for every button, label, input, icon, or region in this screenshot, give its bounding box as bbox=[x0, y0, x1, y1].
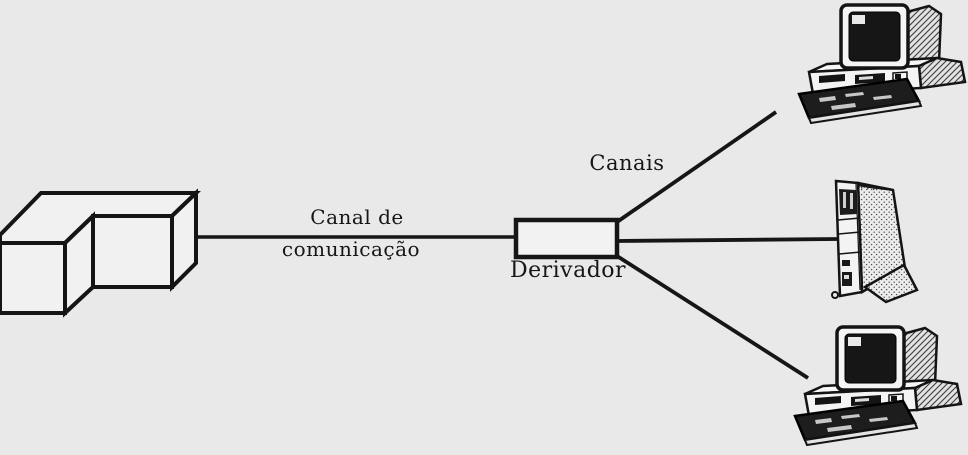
desktop-computer-icon-top bbox=[797, 3, 967, 125]
host-block-front-left-face bbox=[0, 241, 67, 315]
channel-line-top bbox=[615, 110, 778, 224]
label-communication-channel-line2: comunicação bbox=[281, 237, 421, 261]
channel-line-bottom bbox=[615, 254, 810, 380]
channel-lines bbox=[615, 110, 839, 380]
host-computer-block-icon bbox=[0, 188, 201, 318]
derivador-box bbox=[513, 217, 620, 260]
host-block-end-face bbox=[170, 188, 198, 292]
channel-line-middle bbox=[616, 237, 839, 243]
label-communication-channel-line1: Canal de bbox=[310, 205, 404, 229]
host-block-front-right-face bbox=[91, 214, 174, 289]
desktop-computer-icon-bottom bbox=[793, 325, 963, 447]
label-derivador: Derivador bbox=[509, 258, 627, 283]
label-canais: Canais bbox=[589, 151, 665, 175]
tower-computer-icon bbox=[830, 179, 919, 304]
